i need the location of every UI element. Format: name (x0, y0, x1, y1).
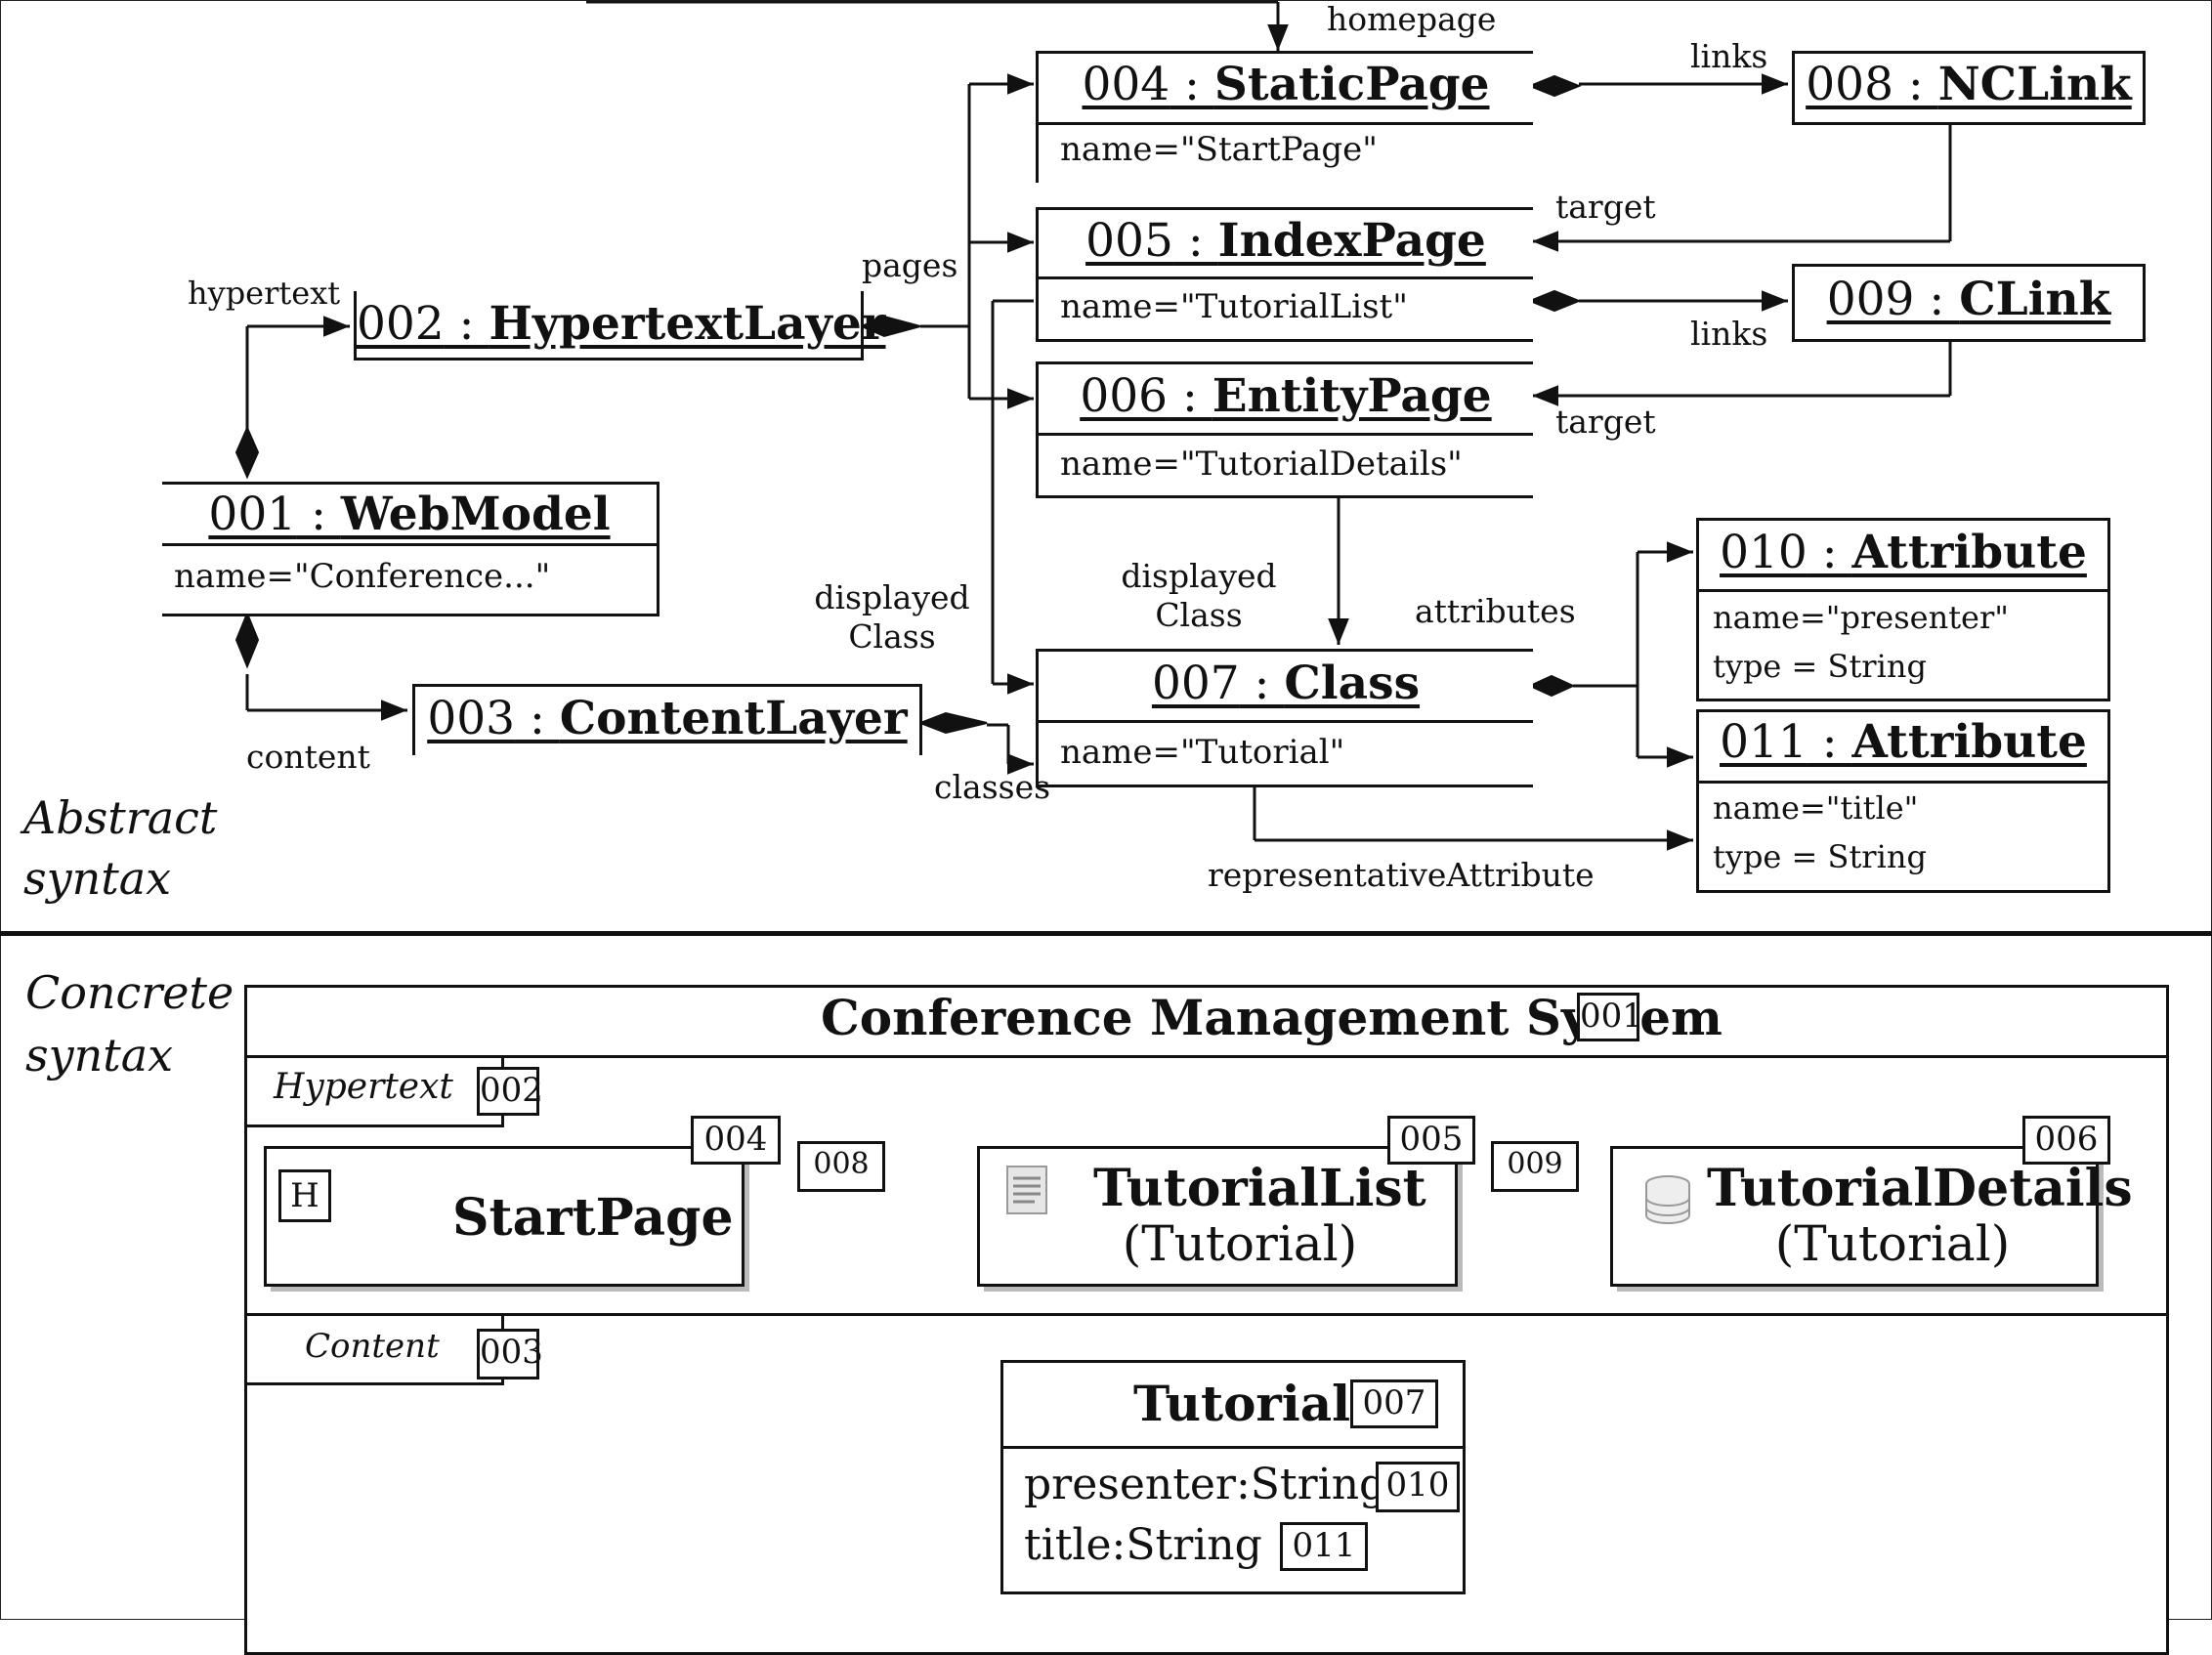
tutorial-details-id: 006 (2022, 1116, 2110, 1165)
start-page-id: 004 (691, 1116, 781, 1165)
concrete-syntax-label: Concrete syntax (25, 966, 234, 1082)
class-attr-presenter: presenter:String (1024, 1460, 1387, 1509)
start-page-name: StartPage (452, 1188, 734, 1248)
object-entity-page: 006 : EntityPage name="TutorialDetails" (1036, 361, 1533, 498)
class-box-divider (1003, 1446, 1463, 1449)
tutorial-list-sub: (Tutorial) (1122, 1215, 1358, 1272)
tutorial-details-unit[interactable]: TutorialDetails (Tutorial) (1610, 1146, 2133, 1287)
tutorial-details-sub: (Tutorial) (1774, 1215, 2011, 1272)
web-model-attr: name="Conference..." (174, 557, 551, 596)
object-content-layer: 003 : ContentLayer (412, 684, 922, 755)
home-marker: H (278, 1169, 331, 1222)
object-attribute-010: 010 : Attribute name="presenter" type = … (1696, 518, 2110, 701)
object-static-page: 004 : StaticPage name="StartPage" (1036, 51, 1533, 183)
label-pages: pages (862, 246, 958, 284)
tutorial-class-id: 007 (1350, 1379, 1438, 1428)
system-id: 001 (1577, 993, 1643, 1041)
label-hypertext: hypertext (188, 275, 341, 312)
class-attr-title-id: 011 (1280, 1522, 1368, 1571)
class-attr-title: title:String (1024, 1520, 1262, 1570)
object-web-model: 001 : WebModel name="Conference..." (162, 482, 659, 616)
tutorial-list-id: 005 (1387, 1116, 1475, 1165)
start-page-unit[interactable]: H StartPage (264, 1146, 744, 1287)
tutorial-details-name: TutorialDetails (1707, 1159, 2133, 1218)
tutorial-class-name: Tutorial (1133, 1375, 1351, 1432)
link-008-id: 008 (797, 1141, 885, 1192)
label-links-mid: links (1690, 315, 1768, 353)
object-c-link: 009 : CLink (1792, 264, 2146, 342)
label-homepage: homepage (1327, 0, 1497, 38)
label-classes: classes (934, 768, 1051, 806)
class-attr-presenter-id: 010 (1376, 1462, 1460, 1512)
label-links-top: links (1690, 37, 1768, 75)
database-icon (1645, 1175, 1690, 1224)
hypertext-layer-label: Hypertext (274, 1067, 453, 1107)
system-title: Conference Management System (821, 989, 1723, 1046)
connector-lines (234, 0, 1952, 1225)
label-content: content (246, 738, 370, 776)
label-representative-attribute: representativeAttribute (1208, 856, 1595, 894)
index-page-icon (1006, 1166, 1047, 1214)
label-displayed-class-left: displayed Class (814, 578, 970, 656)
object-attribute-011: 011 : Attribute name="title" type = Stri… (1696, 709, 2110, 893)
tutorial-list-name: TutorialList (1093, 1159, 1426, 1218)
web-model-id: 001 (208, 488, 297, 541)
content-layer-label: Content (305, 1327, 440, 1366)
web-model-type: WebModel (340, 488, 611, 541)
object-nc-link: 008 : NCLink (1792, 51, 2146, 125)
label-displayed-class-mid: displayed Class (1121, 557, 1277, 634)
label-target-mid: target (1555, 403, 1656, 441)
tutorial-list-unit[interactable]: TutorialList (Tutorial) (977, 1146, 1458, 1287)
system-title-divider (247, 1055, 2166, 1058)
layer-divider (247, 1313, 2166, 1316)
abstract-syntax-label: Abstract syntax (23, 791, 218, 905)
link-009-id: 009 (1491, 1141, 1579, 1192)
label-target-top: target (1555, 188, 1656, 226)
hypertext-layer-id: 002 (477, 1067, 543, 1116)
object-hypertext-layer: 002 : HypertextLayer (354, 291, 886, 361)
object-class: 007 : Class name="Tutorial" (1036, 649, 1533, 787)
label-attributes: attributes (1415, 592, 1576, 630)
section-divider (0, 931, 2212, 936)
content-layer-id: 003 (477, 1329, 543, 1379)
object-index-page: 005 : IndexPage name="TutorialList" (1036, 207, 1533, 342)
